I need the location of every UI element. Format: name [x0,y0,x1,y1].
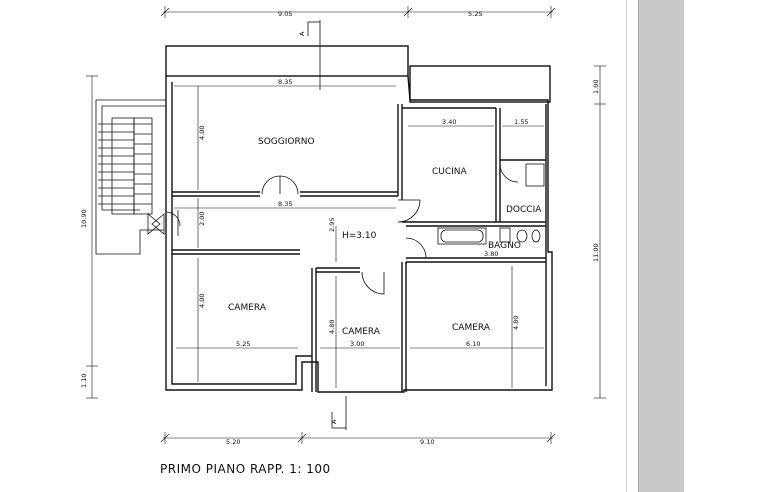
section-mark-bottom: A [330,396,347,430]
dim-bagno-width: 3.80 [484,250,498,258]
room-bagno: BAGNO [488,241,521,251]
room-camera-left: CAMERA [228,303,267,313]
dim-cucina-width: 3.40 [442,118,456,126]
room-cucina: CUCINA [432,167,468,177]
dim-corridor-width: 8.35 [278,200,292,208]
dim-camera-center-depth: 4.80 [328,320,336,334]
dim-top-right: 5.25 [468,10,482,18]
room-camera-center: CAMERA [342,327,381,337]
room-soggiorno: SOGGIORNO [258,137,315,147]
dim-right-total: 11.00 [592,243,600,262]
viewer-background [684,0,764,492]
dim-bottom-right: 9.10 [420,438,434,446]
dimension-top: 9.05 5.25 [160,6,556,18]
dim-soggiorno-depth: 4.00 [198,126,206,140]
bathroom-fixtures [437,163,545,245]
dim-camera-right-width: 6.10 [466,340,480,348]
room-height: H=3.10 [342,231,377,241]
plan-title: PRIMO PIANO RAPP. 1: 100 [160,462,331,476]
outer-walls [165,45,553,393]
dim-left-total: 10.90 [80,209,88,228]
dim-camera-left-width: 5.25 [236,340,250,348]
dim-soggiorno-width: 8.35 [278,78,292,86]
section-mark-top: A [298,20,321,90]
section-label-bottom: A [330,419,338,424]
interior-dimensions [174,85,544,388]
dim-camera-center-width: 3.00 [350,340,364,348]
document-page-edge [626,0,639,492]
room-camera-right: CAMERA [452,323,491,333]
floor-plan: 9.05 5.25 A [80,6,606,476]
dimension-bottom: 5.20 9.10 [160,432,556,446]
doors [165,163,519,295]
dim-bottom-left: 5.20 [226,438,240,446]
dim-corridor-depth: 2.00 [198,212,206,226]
interior-walls [172,104,546,392]
dimension-right: 1.00 11.00 [592,65,606,399]
section-label-top: A [298,31,306,36]
dim-top-left: 9.05 [278,10,292,18]
staircase [95,99,166,255]
dim-left-bottom: 1.10 [80,374,88,388]
dim-corridor-height: 2.95 [328,218,336,232]
room-doccia: DOCCIA [506,205,542,215]
dim-camera-right-depth: 4.80 [512,316,520,330]
dim-camera-left-depth: 4.00 [198,294,206,308]
dimension-left: 10.90 1.10 [80,75,98,399]
dim-doccia-width: 1.55 [514,118,528,126]
viewer-scrollbar-panel[interactable] [638,0,685,492]
dim-right-top: 1.00 [592,80,600,94]
